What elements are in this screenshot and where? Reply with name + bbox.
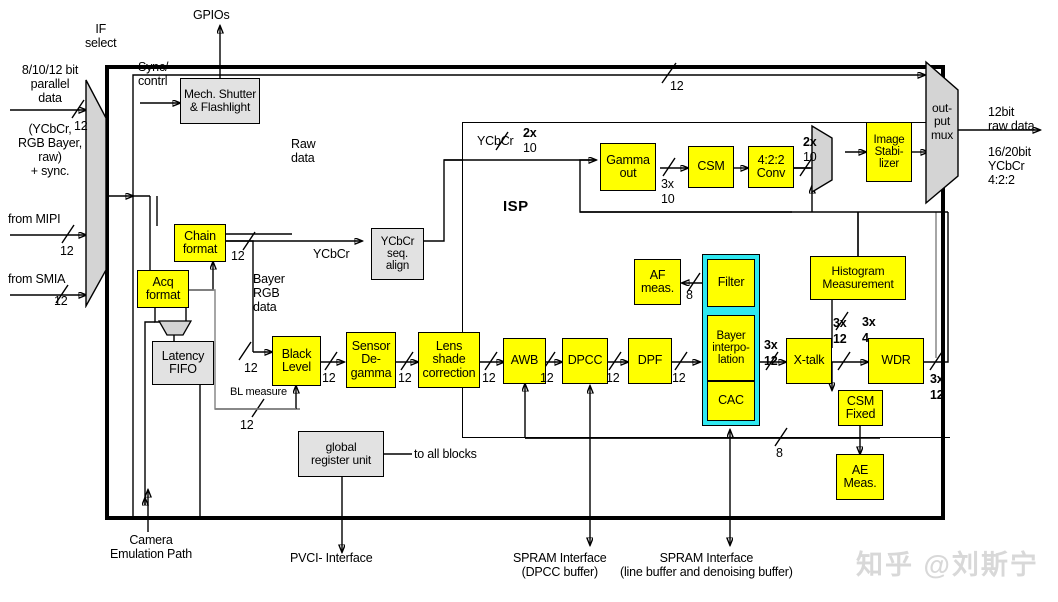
block-gamma-out[interactable]: Gamma out: [600, 143, 656, 191]
chassis-border: [105, 65, 945, 520]
bus-width-hist-3x: 3x: [862, 315, 876, 329]
block-black-level[interactable]: Black Level: [272, 336, 321, 386]
bus-width-xtalk-wdr-3x: 3x: [833, 316, 847, 330]
bus-width-wdr-out-12: 12: [930, 388, 944, 402]
block-dpf[interactable]: DPF: [628, 338, 672, 384]
output-mux: [925, 60, 959, 205]
label-if-select: IF select: [85, 22, 117, 50]
block-sensor-degamma[interactable]: Sensor De- gamma: [346, 332, 396, 388]
label-camera-emulation-path: Camera Emulation Path: [110, 533, 192, 561]
label-spram-dpcc: SPRAM Interface (DPCC buffer): [513, 551, 607, 579]
bus-width-lens-to-awb: 12: [482, 371, 496, 385]
bus-width-bayer-in: 12: [244, 361, 258, 375]
label-parallel-data: 8/10/12 bit parallel data: [21, 63, 79, 105]
bus-width-top-raw: 12: [670, 79, 684, 93]
bus-width-gamma-3x: 3x: [661, 177, 674, 191]
bus-width-dpcc-to-dpf: 12: [606, 371, 620, 385]
label-bayer-rgb-data: Bayer RGB data: [253, 272, 285, 314]
block-ycbcr-seq-align[interactable]: YCbCr seq. align: [371, 228, 424, 280]
bus-width-ycbcr-10: 10: [523, 141, 537, 155]
block-histogram-measurement[interactable]: Histogram Measurement: [810, 256, 906, 300]
bus-width-conv-2x: 2x: [803, 135, 817, 149]
bus-width-xtalk-wdr-12: 12: [833, 332, 847, 346]
bus-width-gamma-10: 10: [661, 192, 675, 206]
block-csm-fixed[interactable]: CSM Fixed: [838, 390, 883, 426]
label-bl-measure: BL measure: [230, 386, 287, 398]
label-pvci-interface: PVCI- Interface: [290, 551, 373, 565]
label-from-smia: from SMIA: [8, 272, 66, 286]
bus-width-hist-4: 4: [862, 331, 869, 345]
block-bayer-interpolation[interactable]: Bayer interpo- lation: [707, 315, 755, 381]
label-ycbcr-isp-in: YCbCr: [477, 134, 514, 148]
bus-width-smia: 12: [54, 294, 68, 308]
block-mech-shutter[interactable]: Mech. Shutter & Flashlight: [180, 78, 260, 124]
latency-mux: [158, 320, 192, 336]
output-mux-label: out- put mux: [930, 101, 954, 142]
label-sync-contrl: Sync/ contrl: [138, 60, 169, 88]
label-ycbcr-path: YCbCr: [313, 247, 350, 261]
block-image-stabilizer[interactable]: Image Stabi- lizer: [866, 122, 912, 182]
bus-width-chain-out: 12: [231, 249, 245, 263]
block-x-talk[interactable]: X-talk: [786, 338, 832, 384]
bus-width-bayer-xtalk-3x: 3x: [764, 338, 778, 352]
label-spram-line-buffer: SPRAM Interface (line buffer and denoisi…: [620, 551, 793, 579]
label-gpios: GPIOs: [193, 8, 230, 22]
bus-width-bayer-xtalk-12: 12: [764, 354, 778, 368]
bus-width-awb-to-dpcc: 12: [540, 371, 554, 385]
bus-width-dpf-to-bayer: 12: [672, 371, 686, 385]
block-chain-format[interactable]: Chain format: [174, 224, 226, 262]
bus-width-black-to-degamma: 12: [322, 371, 336, 385]
block-dpcc[interactable]: DPCC: [562, 338, 608, 384]
block-wdr[interactable]: WDR: [868, 338, 924, 384]
bus-width-ycbcr-2x: 2x: [523, 126, 537, 140]
bus-width-af: 8: [686, 288, 693, 302]
block-af-meas[interactable]: AF meas.: [634, 259, 681, 305]
label-raw-data-path: Raw data: [291, 137, 316, 165]
bus-width-conv-10: 10: [803, 150, 817, 164]
bus-width-mipi: 12: [60, 244, 74, 258]
label-isp: ISP: [503, 198, 529, 215]
block-global-register-unit[interactable]: global register unit: [298, 431, 384, 477]
block-csm[interactable]: CSM: [688, 146, 734, 188]
block-422-conv[interactable]: 4:2:2 Conv: [748, 146, 794, 188]
bus-width-parallel: 12: [74, 119, 88, 133]
label-raw-data-out: 12bit raw data: [988, 105, 1035, 133]
label-to-all-blocks: to all blocks: [414, 447, 477, 461]
if-select-mux: [85, 79, 107, 308]
label-from-mipi: from MIPI: [8, 212, 61, 226]
block-acq-format[interactable]: Acq format: [137, 270, 189, 308]
bus-width-degamma-to-lens: 12: [398, 371, 412, 385]
bus-width-wdr-out-3x: 3x: [930, 372, 944, 386]
block-cac[interactable]: CAC: [707, 381, 755, 421]
label-ycbcr-out: 16/20bit YCbCr 4:2:2: [988, 145, 1031, 187]
watermark: 知乎 @刘斯宁: [856, 550, 1039, 580]
block-ae-meas[interactable]: AE Meas.: [836, 454, 884, 500]
block-lens-shade-correction[interactable]: Lens shade correction: [418, 332, 480, 388]
bus-width-bl-measure: 12: [240, 418, 254, 432]
block-awb[interactable]: AWB: [503, 338, 546, 384]
stabilizer-input-mux: [811, 124, 833, 194]
block-filter[interactable]: Filter: [707, 259, 755, 307]
label-parallel-format: (YCbCr, RGB Bayer, raw) + sync.: [18, 122, 82, 178]
bus-width-cac-ctrl: 8: [776, 446, 783, 460]
block-latency-fifo[interactable]: Latency FIFO: [152, 341, 214, 385]
